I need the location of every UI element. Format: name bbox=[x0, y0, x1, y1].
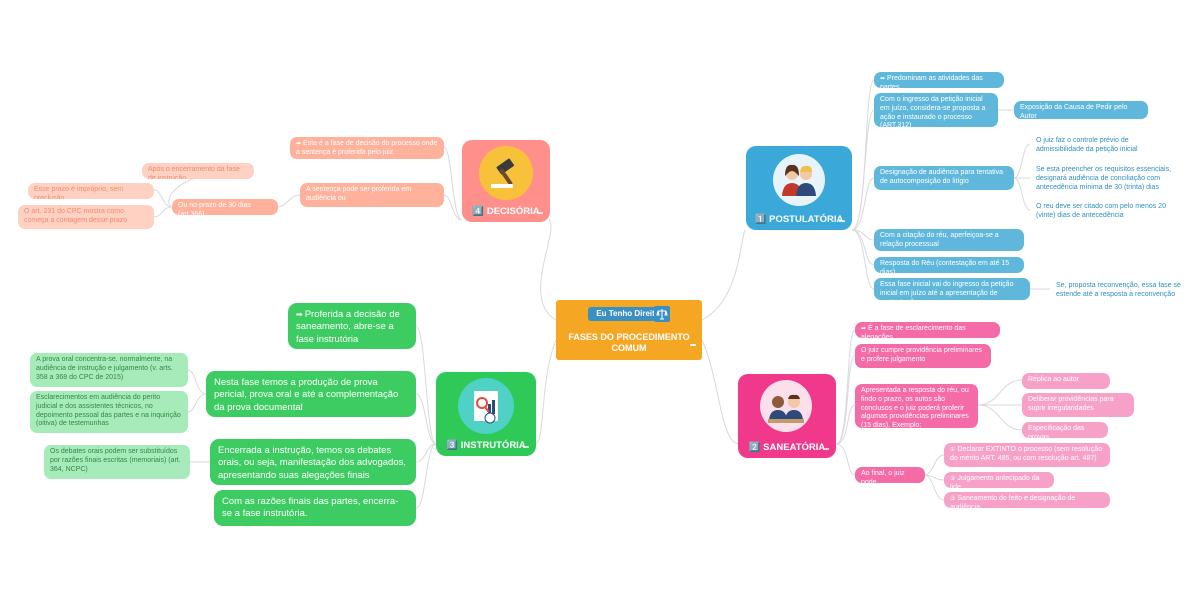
central-topic[interactable]: Eu Tenho Direito FASES DO PROCEDIMENTO C… bbox=[556, 300, 702, 360]
san-node-3a[interactable]: Réplica ao autor bbox=[1022, 373, 1110, 389]
number-2-icon: ② bbox=[950, 476, 956, 482]
san-node-1[interactable]: ➡É a fase de esclarecimento das alegaçõe… bbox=[855, 322, 1000, 338]
branch-label: 2️⃣ SANEATÓRIA bbox=[748, 442, 826, 453]
san-node-3[interactable]: Apresentada a resposta do réu, ou findo … bbox=[855, 384, 978, 428]
branch-saneatoria[interactable]: 2️⃣ SANEATÓRIA ▬ bbox=[738, 374, 836, 458]
ins-node-2b[interactable]: Esclarecimentos em audiência do perito j… bbox=[30, 391, 188, 433]
branch-label: 4️⃣ DECISÓRIA bbox=[472, 206, 540, 217]
branch-postulatoria[interactable]: 1️⃣ POSTULATÓRIA ▬ bbox=[746, 146, 852, 230]
post-node-4[interactable]: Com a citação do réu, aperfeiçoa-se a re… bbox=[874, 229, 1024, 251]
arrow-icon: ➡ bbox=[296, 310, 303, 319]
branch-label: 1️⃣ POSTULATÓRIA bbox=[754, 214, 844, 225]
notes-icon: ▬ bbox=[523, 444, 529, 450]
san-node-3b[interactable]: Deliberar providências para suprir irreg… bbox=[1022, 393, 1134, 417]
dec-node-2a3[interactable]: O art. 231 do CPC mostra como começa a c… bbox=[18, 205, 154, 229]
report-icon bbox=[458, 378, 514, 434]
ins-node-2a[interactable]: A prova oral concentra-se, normalmente, … bbox=[30, 353, 188, 387]
post-node-2[interactable]: Com o ingresso da petição inicial em juí… bbox=[874, 93, 998, 127]
post-node-1[interactable]: ➡Predominam as atividades das partes bbox=[874, 72, 1004, 88]
dec-node-2a2[interactable]: Esse prazo é impróprio, sem preclusão bbox=[28, 183, 154, 199]
san-node-2[interactable]: O juiz cumpre providência preliminares e… bbox=[855, 344, 991, 368]
ins-node-1[interactable]: ➡Proferida a decisão de saneamento, abre… bbox=[288, 303, 416, 349]
ins-node-4[interactable]: Com as razões finais das partes, encerra… bbox=[214, 490, 416, 526]
arrow-icon: ➡ bbox=[880, 76, 886, 82]
post-node-5[interactable]: Resposta do Réu (contestação em até 15 d… bbox=[874, 257, 1024, 273]
dec-node-2[interactable]: A sentença pode ser proferida em audiênc… bbox=[300, 183, 444, 207]
branch-label: 3️⃣ INSTRUTÓRIA bbox=[446, 440, 526, 451]
ins-node-3[interactable]: Encerrada a instrução, temos os debates … bbox=[210, 439, 416, 485]
meeting-icon bbox=[760, 380, 812, 432]
post-node-6[interactable]: Essa fase inicial vai do ingresso da pet… bbox=[874, 278, 1030, 300]
branch-decisoria[interactable]: 4️⃣ DECISÓRIA ▬ bbox=[462, 140, 550, 222]
post-node-3b[interactable]: Se esta preencher os requisitos essencia… bbox=[1030, 163, 1180, 193]
post-node-2a[interactable]: Exposição da Causa de Pedir pelo Autor bbox=[1014, 101, 1148, 119]
san-node-4[interactable]: Ao final, o juiz pode bbox=[855, 467, 925, 483]
branch-instrutoria[interactable]: 3️⃣ INSTRUTÓRIA ▬ bbox=[436, 372, 536, 456]
number-1-icon: ① bbox=[950, 447, 956, 453]
people-icon bbox=[773, 154, 825, 206]
san-node-3c[interactable]: Especificação das provas bbox=[1022, 422, 1108, 438]
dec-node-2a1[interactable]: Após o encerramento da fase de instrução bbox=[142, 163, 254, 179]
arrow-icon: ➡ bbox=[296, 141, 302, 147]
central-title: FASES DO PROCEDIMENTO COMUM bbox=[568, 332, 690, 354]
ins-node-2[interactable]: Nesta fase temos a produção de prova per… bbox=[206, 371, 416, 417]
dec-node-1[interactable]: ➡Esta é a fase de decisão do processo on… bbox=[290, 137, 444, 159]
scales-icon bbox=[654, 306, 670, 322]
post-node-3a[interactable]: O juiz faz o controle prévio de admissib… bbox=[1030, 134, 1180, 154]
post-node-3[interactable]: Designação de audiência para tentativa d… bbox=[874, 166, 1014, 190]
post-node-6a[interactable]: Se, proposta reconvenção, essa fase se e… bbox=[1050, 279, 1190, 301]
notes-icon: ▬ bbox=[690, 342, 696, 348]
ins-node-3a[interactable]: Os debates orais podem ser substituídos … bbox=[44, 445, 190, 479]
post-node-3c[interactable]: O reu deve ser citado com pelo menos 20 … bbox=[1030, 200, 1180, 220]
dec-node-2a[interactable]: Ou no prazo de 30 dias (art.366) bbox=[172, 199, 278, 215]
notes-icon: ▬ bbox=[537, 210, 543, 216]
notes-icon: ▬ bbox=[839, 218, 845, 224]
number-3-icon: ③ bbox=[950, 496, 956, 502]
notes-icon: ▬ bbox=[823, 446, 829, 452]
brand-badge: Eu Tenho Direito bbox=[588, 307, 668, 321]
arrow-icon: ➡ bbox=[861, 326, 867, 332]
gavel-icon bbox=[479, 146, 533, 200]
